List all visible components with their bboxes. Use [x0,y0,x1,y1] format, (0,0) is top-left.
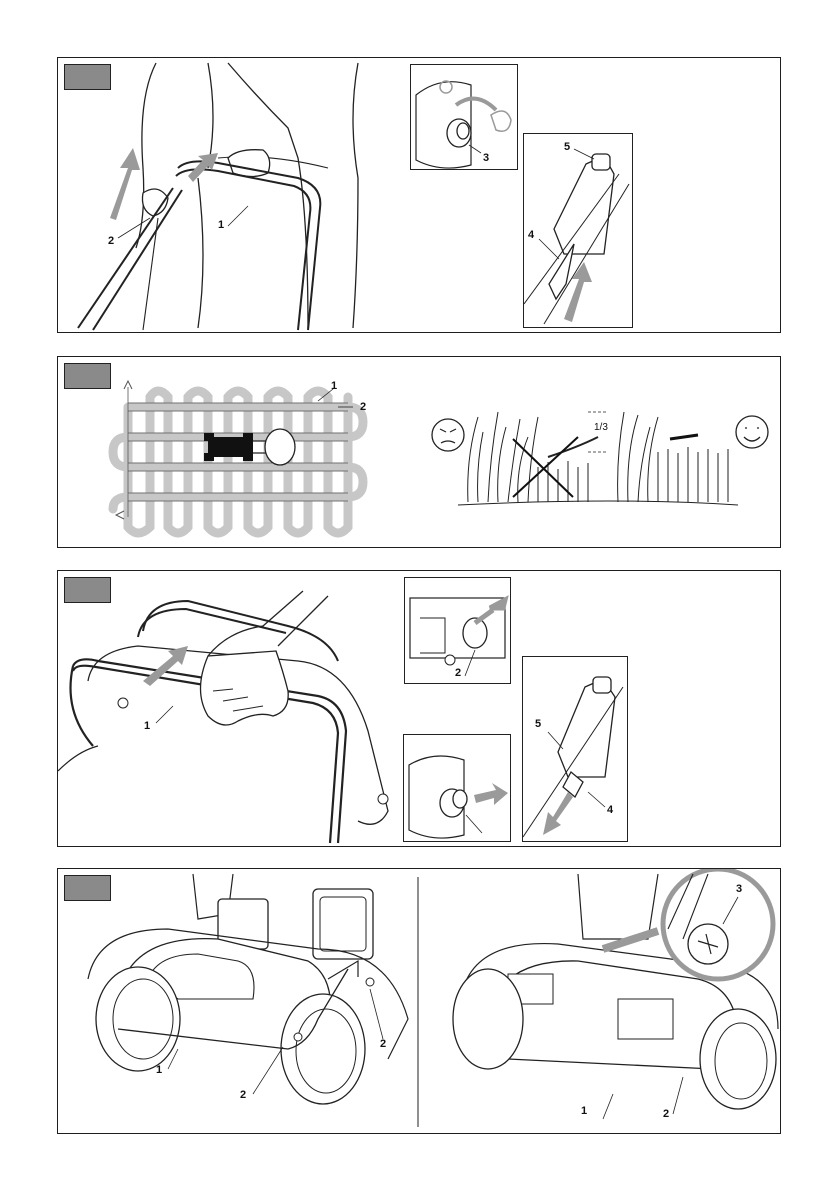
callout-4: 4 [607,805,613,816]
callout-3-right: 3 [736,884,742,895]
figure-1-inset-key: 3 [410,64,518,170]
callout-1: 1 [331,381,337,392]
figure-1-inset-switch: 5 4 [523,133,633,328]
callout-5: 5 [564,142,570,153]
figure-3-inset-switch: 5 4 [522,656,628,842]
figure-4-drawing [58,869,781,1134]
callout-3: 3 [483,153,489,164]
callout-1: 1 [218,220,224,231]
figure-3-inset-key [403,734,511,842]
callout-1-left: 1 [156,1065,162,1076]
callout-5: 5 [535,719,541,730]
figure-1-panel: 2 1 3 5 4 [57,57,781,333]
figure-4-panel: 1 2 2 1 2 3 [57,868,781,1134]
callout-2-left-a: 2 [240,1090,246,1101]
figure-2-panel: 1 2 1/3 [57,356,781,548]
figure-2-drawing [58,357,781,548]
callout-2: 2 [360,402,366,413]
figure-3-panel: 1 2 5 4 [57,570,781,847]
callout-2: 2 [108,236,114,247]
cut-ratio-label: 1/3 [594,423,608,433]
callout-2: 2 [455,668,461,679]
figure-3-inset-lever: 2 [404,577,511,684]
callout-1-right: 1 [581,1106,587,1117]
callout-4: 4 [528,230,534,241]
callout-2-right: 2 [663,1109,669,1120]
callout-2-left-b: 2 [380,1039,386,1050]
callout-1: 1 [144,721,150,732]
